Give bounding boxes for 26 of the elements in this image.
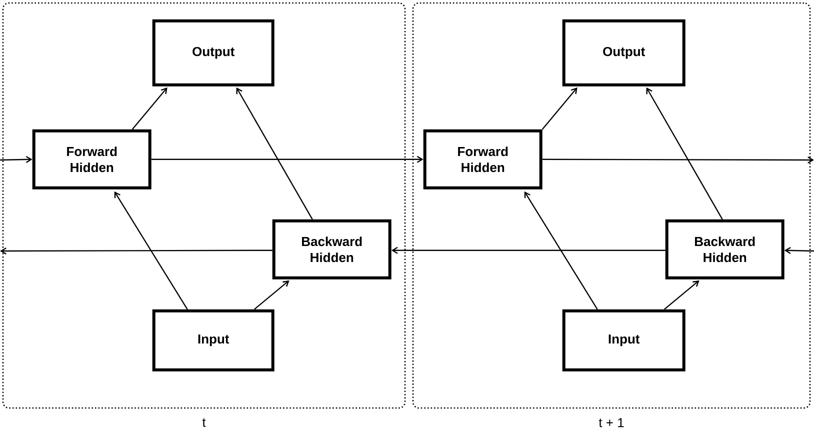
process-box: Input bbox=[152, 309, 274, 372]
time-step-label: t bbox=[202, 418, 206, 427]
process-box: Output bbox=[562, 19, 686, 86]
process-box: Forward Hidden bbox=[32, 129, 152, 190]
arrow bbox=[0, 247, 272, 254]
arrow bbox=[114, 191, 188, 310]
arrow bbox=[664, 280, 700, 310]
process-box: Backward Hidden bbox=[272, 219, 392, 280]
arrow bbox=[254, 280, 290, 310]
process-box: Backward Hidden bbox=[665, 219, 784, 280]
arrow bbox=[391, 246, 666, 254]
process-box: Forward Hidden bbox=[423, 129, 542, 190]
arrow bbox=[542, 87, 578, 130]
time-step-label: t + 1 bbox=[598, 418, 624, 428]
arrow bbox=[784, 246, 814, 254]
time-step-frame bbox=[2, 2, 406, 409]
arrow bbox=[542, 156, 814, 164]
process-box: Output bbox=[152, 19, 274, 86]
arrow bbox=[524, 191, 598, 310]
arrow bbox=[0, 156, 32, 163]
arrow bbox=[646, 87, 723, 220]
process-box: Input bbox=[562, 309, 686, 372]
time-step-frame bbox=[412, 2, 811, 409]
arrow bbox=[132, 87, 168, 130]
arrow bbox=[151, 156, 424, 163]
arrow bbox=[236, 87, 313, 220]
